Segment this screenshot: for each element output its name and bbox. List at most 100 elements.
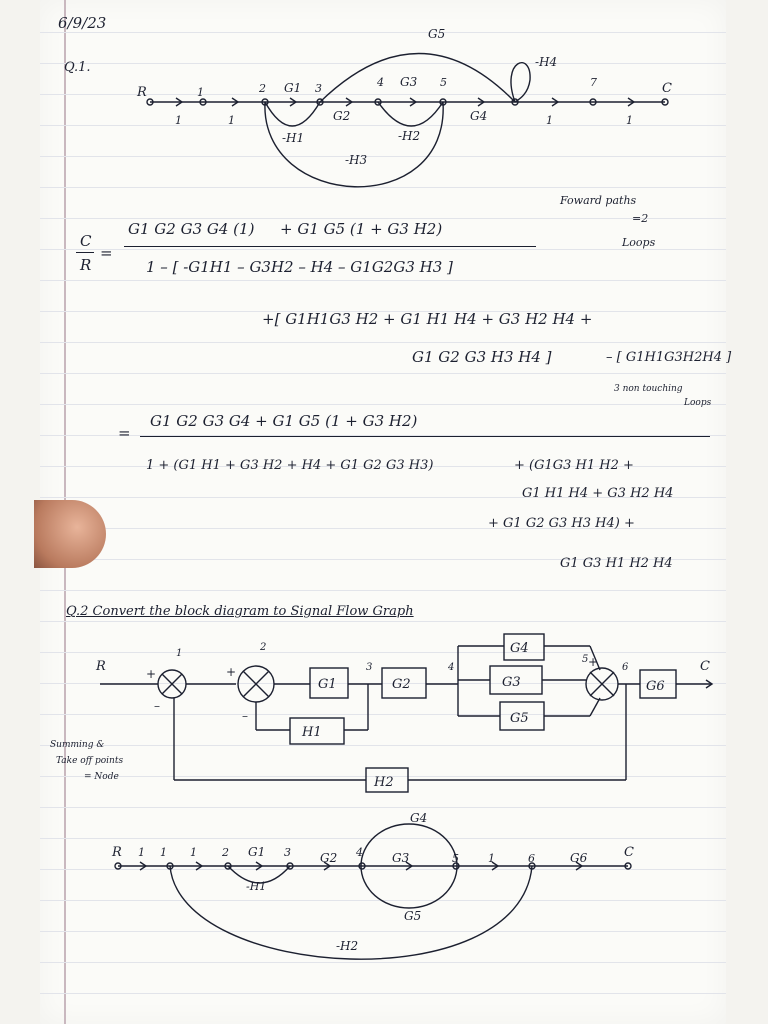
node-7 bbox=[589, 98, 597, 106]
eq1-numerator-b: + G1 G5 (1 + G3 H2) bbox=[280, 220, 443, 238]
sign: – bbox=[242, 709, 248, 723]
marker: 2 bbox=[259, 642, 266, 653]
ruled-line bbox=[40, 497, 726, 498]
non-touching-loops: Loops bbox=[684, 398, 712, 408]
eq2-numerator: G1 G2 G3 G4 + G1 G5 (1 + G3 H2) bbox=[150, 412, 418, 430]
gain-h1: -H1 bbox=[246, 880, 266, 893]
ruled-line bbox=[40, 249, 726, 250]
eq2-denominator-a: 1 + (G1 H1 + G3 H2 + H4 + G1 G2 G3 H3) bbox=[146, 458, 434, 473]
ruled-line bbox=[40, 745, 726, 746]
q2-block-diagram: R C G1 G2 G4 G3 G5 G6 H1 H2 1 2 3 4 5 6 … bbox=[95, 633, 714, 793]
lhs-fraction-line bbox=[76, 252, 94, 254]
gain-g2: G2 bbox=[320, 851, 337, 865]
h2-loop bbox=[377, 101, 444, 127]
node-4 bbox=[358, 862, 366, 870]
ruled-line bbox=[40, 683, 726, 684]
ruled-line bbox=[40, 931, 726, 932]
gain-label: 1 bbox=[626, 114, 633, 127]
ruled-line bbox=[40, 280, 726, 281]
eq1-denominator-a: 1 – [ -G1H1 – G3H2 – H4 – G1G2G3 H3 ] bbox=[146, 258, 453, 276]
ruled-line bbox=[40, 63, 726, 64]
eq1-denominator-c: G1 G2 G3 H3 H4 ] bbox=[412, 348, 552, 366]
forward-paths-count: =2 bbox=[632, 212, 649, 225]
gain-label: 1 bbox=[228, 114, 235, 127]
marker: 3 bbox=[366, 662, 372, 673]
ruled-line bbox=[40, 838, 726, 839]
block-g2 bbox=[381, 667, 427, 699]
sfg-output-label: C bbox=[624, 845, 634, 860]
lhs-numerator: C bbox=[80, 232, 92, 250]
gain-label: 1 bbox=[138, 846, 145, 859]
block-g5-label: G5 bbox=[510, 711, 529, 726]
g5-branch bbox=[319, 52, 516, 103]
eq1-fraction-line bbox=[124, 246, 536, 248]
ruled-line bbox=[40, 590, 726, 591]
node-label: 3 bbox=[315, 82, 322, 95]
sign: – bbox=[154, 699, 160, 713]
block-g4-label: G4 bbox=[510, 641, 529, 656]
q1-signal-flow-graph: R C 1 1 1 2 G1 3 G2 4 G3 5 G4 G5 -H4 1 7… bbox=[136, 27, 672, 188]
node-4 bbox=[374, 98, 382, 106]
gain-h4: -H4 bbox=[535, 55, 557, 69]
q1-input-label: R bbox=[136, 85, 147, 100]
q2-title: Q.2 Convert the block diagram to Signal … bbox=[66, 604, 414, 619]
q2-signal-flow-graph: R C 1 1 1 2 G1 3 G2 4 G3 5 1 6 G6 G4 G5 … bbox=[111, 811, 634, 960]
block-h1 bbox=[289, 717, 345, 745]
block-output-label: C bbox=[700, 659, 710, 674]
loops-note: Loops bbox=[622, 236, 656, 249]
eq1-denominator-d: – [ G1H1G3H2H4 ] bbox=[606, 350, 732, 365]
side-note-1: Summing & bbox=[50, 740, 105, 750]
eq2-denominator-e: G1 G3 H1 H2 H4 bbox=[560, 556, 673, 571]
ruled-line bbox=[40, 435, 726, 436]
ruled-line bbox=[40, 94, 726, 95]
lhs-denominator: R bbox=[80, 256, 92, 274]
gain-g6: G6 bbox=[570, 851, 588, 865]
h2-loop bbox=[169, 865, 533, 960]
ruled-line bbox=[40, 776, 726, 777]
arrow bbox=[627, 97, 636, 107]
eq1-denominator-b: +[ G1H1G3 H2 + G1 H1 H4 + G3 H2 H4 + bbox=[262, 310, 593, 328]
gain-g3: G3 bbox=[400, 75, 418, 89]
ruled-line bbox=[40, 869, 726, 870]
sfg-input-label: R bbox=[111, 845, 122, 860]
ruled-line bbox=[40, 900, 726, 901]
ruled-line bbox=[40, 807, 726, 808]
arrow bbox=[175, 97, 184, 107]
h3-loop bbox=[264, 101, 444, 188]
block-g1 bbox=[309, 667, 349, 699]
node-r bbox=[114, 862, 122, 870]
eq2-denominator-b: + (G1G3 H1 H2 + bbox=[514, 458, 634, 473]
ruled-line bbox=[40, 218, 726, 219]
node-1 bbox=[199, 98, 207, 106]
node-3 bbox=[286, 862, 294, 870]
marker: 4 bbox=[447, 662, 454, 673]
ruled-line bbox=[40, 156, 726, 157]
gain-h1: -H1 bbox=[282, 131, 304, 145]
side-note-3: = Node bbox=[84, 772, 119, 782]
node-6 bbox=[511, 98, 519, 106]
gain-label: 1 bbox=[546, 114, 553, 127]
q1-output-label: C bbox=[662, 81, 672, 96]
node-label: 5 bbox=[452, 852, 459, 865]
gain-h2: -H2 bbox=[336, 939, 358, 953]
node-label: 5 bbox=[440, 76, 447, 89]
arrow bbox=[289, 97, 298, 107]
sign: + bbox=[146, 667, 156, 681]
h1-loop bbox=[227, 865, 291, 884]
ruled-line bbox=[40, 373, 726, 374]
node-label: 1 bbox=[160, 846, 167, 859]
marker: 6 bbox=[622, 662, 629, 673]
gain-g3: G3 bbox=[392, 851, 410, 865]
gain-h2: -H2 bbox=[398, 129, 420, 143]
gain-g1: G1 bbox=[284, 81, 301, 95]
gain-g4: G4 bbox=[470, 109, 487, 123]
eq2-fraction-line bbox=[140, 436, 710, 438]
ruled-line bbox=[40, 125, 726, 126]
arrow bbox=[231, 97, 240, 107]
block-g1-label: G1 bbox=[318, 677, 337, 692]
arrow bbox=[477, 97, 486, 107]
node-label: 7 bbox=[590, 76, 597, 89]
gain-g2: G2 bbox=[333, 109, 350, 123]
node-label: 2 bbox=[221, 846, 229, 859]
ruled-line bbox=[40, 342, 726, 343]
